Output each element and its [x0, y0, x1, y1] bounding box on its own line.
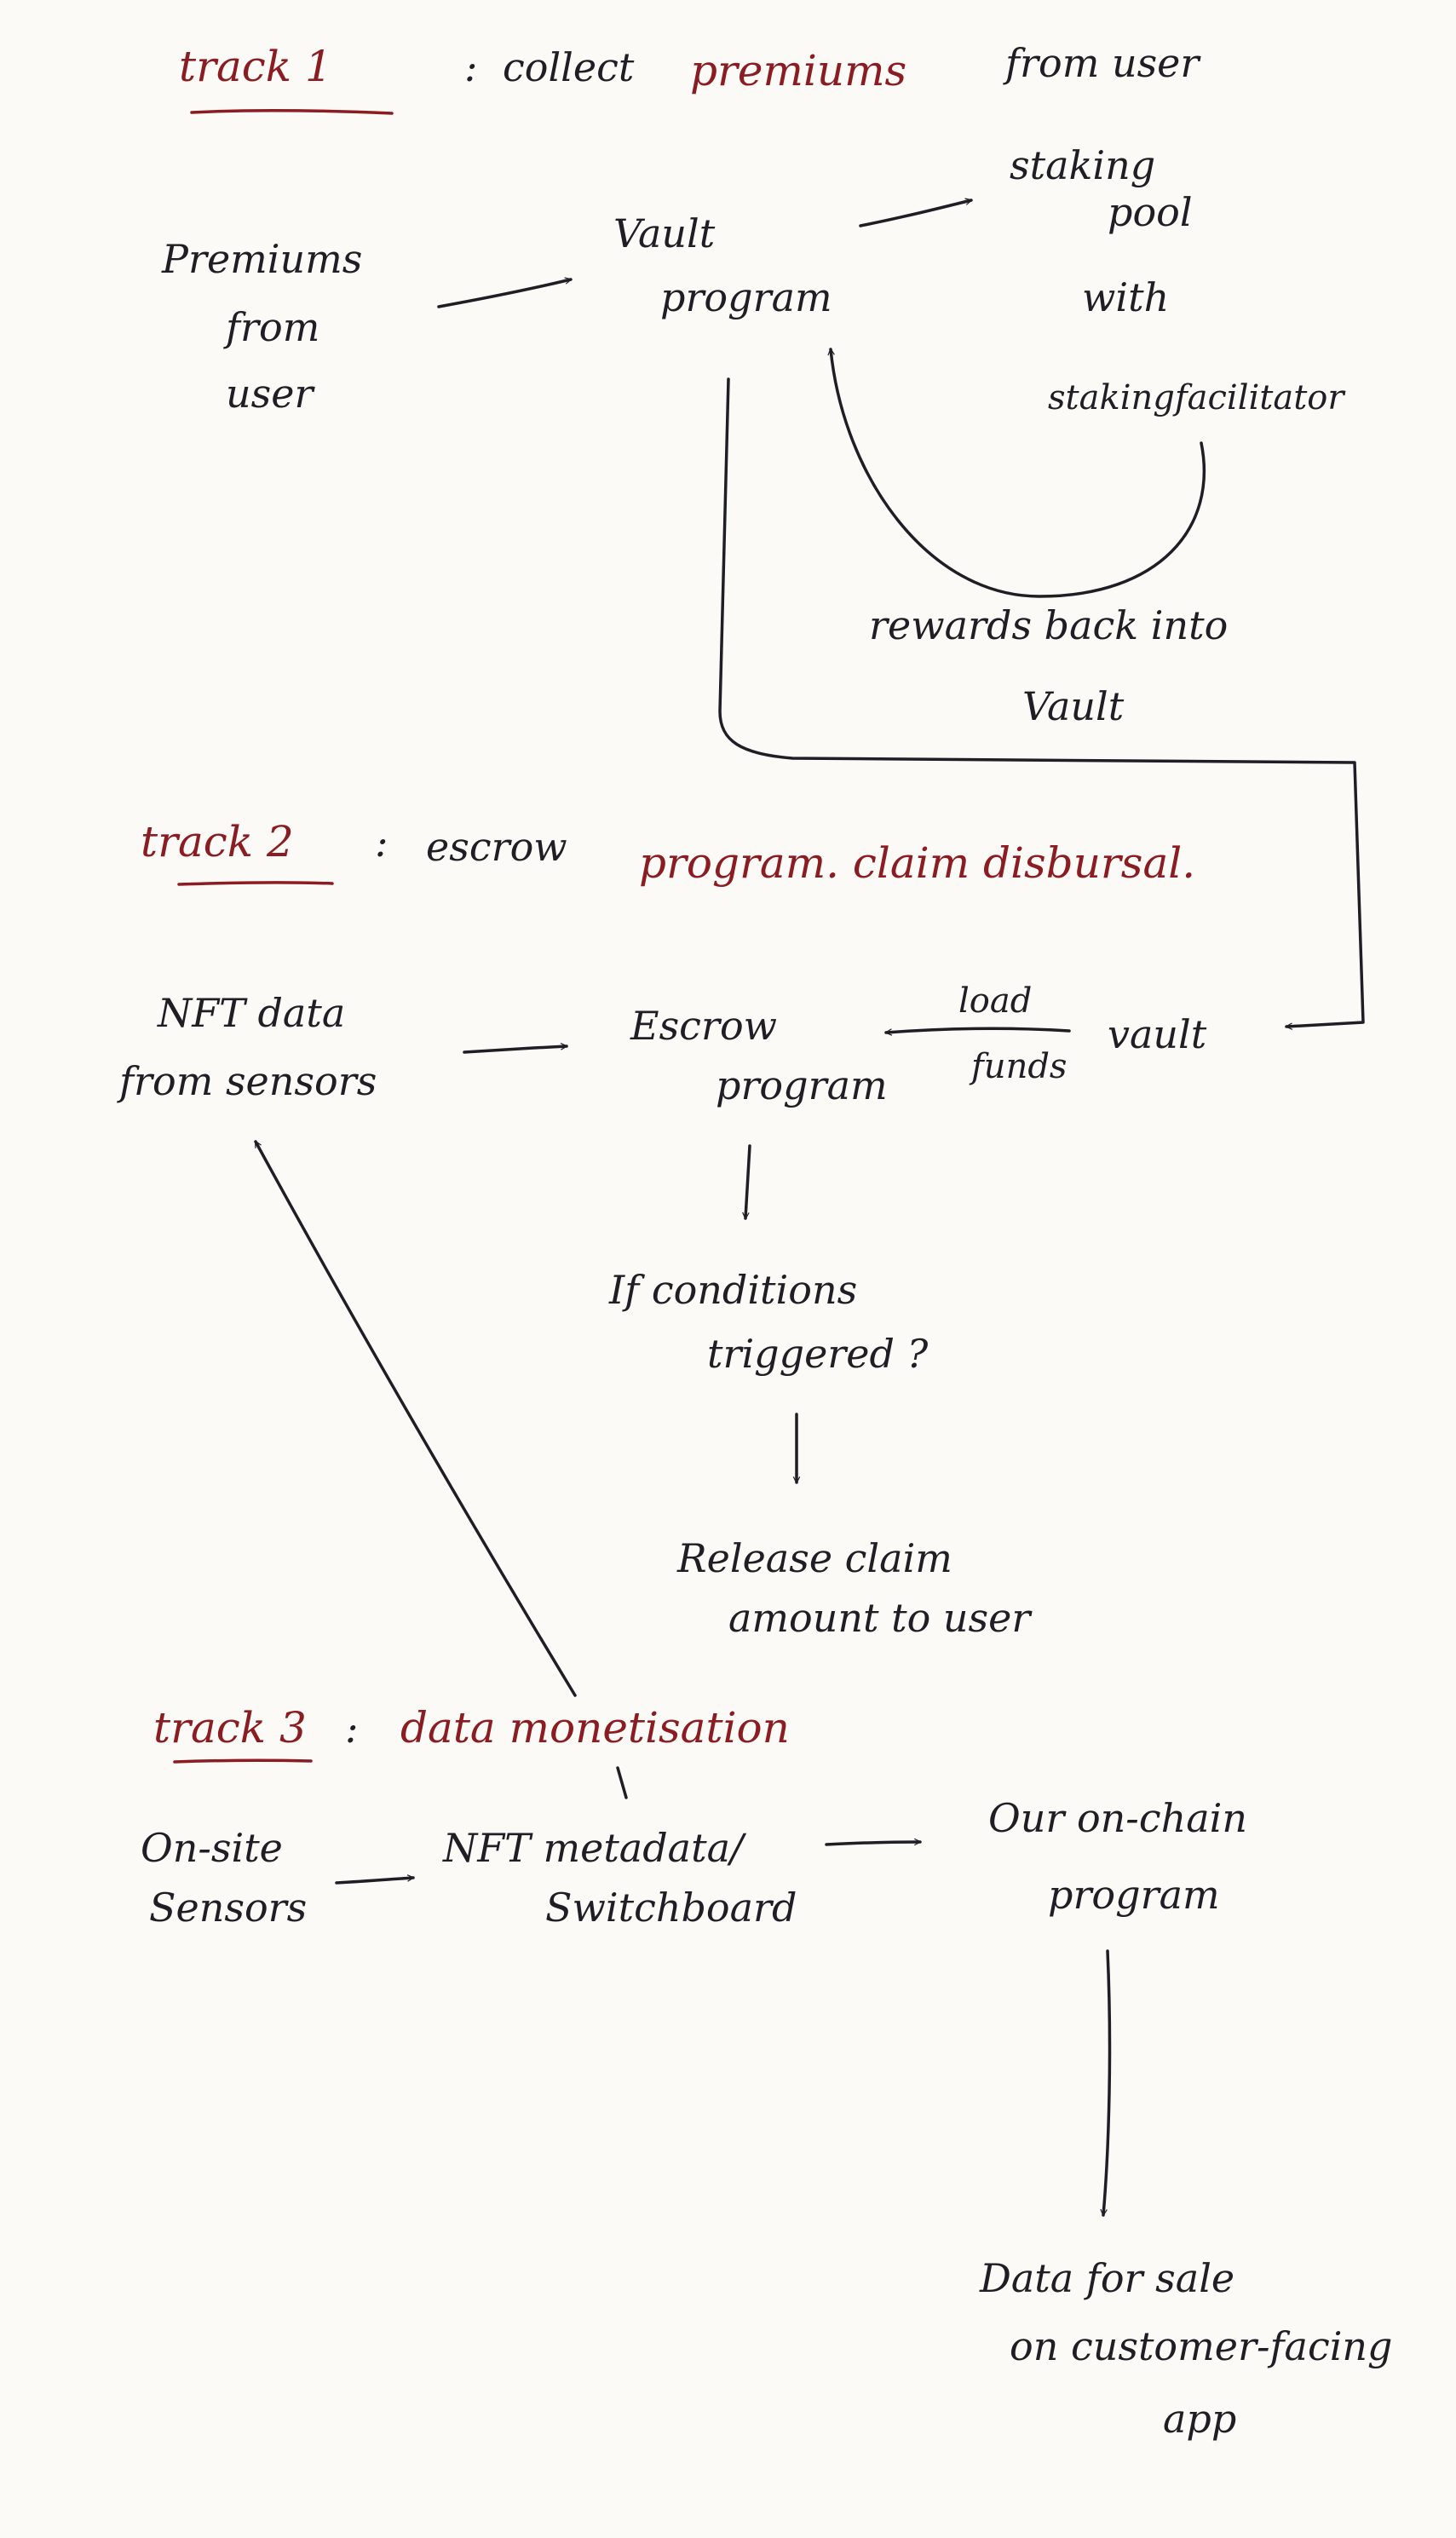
node-nft-metadata-switchboard: NFT metadata/ Switchboard — [442, 1825, 797, 1931]
node-release-claim: Release claim amount to user — [676, 1535, 1033, 1641]
funds-label: funds — [969, 1047, 1067, 1086]
node-on-site-sensors: On-site Sensors — [141, 1825, 307, 1931]
svg-text:NFT metadata/: NFT metadata/ — [442, 1825, 747, 1871]
arrow-nft-to-escrow — [463, 1046, 568, 1054]
track-1-title-collect: collect — [503, 44, 635, 90]
track-1-title-premiums: premiums — [690, 46, 906, 95]
load-label: load — [958, 981, 1032, 1021]
svg-text:triggered ?: triggered ? — [707, 1331, 929, 1377]
svg-text:rewards back into: rewards back into — [869, 602, 1228, 648]
arrow-vault-to-staking — [859, 200, 971, 227]
node-premiums-from-user: Premiums from user — [161, 236, 362, 417]
track-1-label: track 1 — [179, 42, 332, 91]
node-rewards-back-into-vault: rewards back into Vault — [869, 602, 1228, 729]
svg-text:Premiums: Premiums — [161, 236, 362, 282]
svg-text:user: user — [226, 371, 315, 417]
arrow-nft-metadata-to-onchain — [825, 1842, 922, 1846]
track-3-title: data monetisation — [400, 1703, 790, 1752]
svg-text:amount to user: amount to user — [728, 1595, 1033, 1641]
svg-text:from sensors: from sensors — [117, 1058, 377, 1104]
svg-text:Sensors: Sensors — [149, 1885, 307, 1931]
node-vault-track2: vault — [1108, 1011, 1207, 1057]
arrow-escrow-to-conditions — [745, 1144, 751, 1218]
track-1-title-from-user: from user — [1003, 40, 1201, 86]
arrow-sensors-to-nft-metadata — [335, 1878, 413, 1885]
svg-text:program: program — [716, 1062, 888, 1108]
svg-text:Escrow: Escrow — [630, 1003, 777, 1049]
node-vault-program: Vault program — [613, 210, 832, 320]
svg-text:Switchboard: Switchboard — [545, 1885, 797, 1931]
svg-text:app: app — [1163, 2396, 1236, 2442]
track-3-label: track 3 — [153, 1703, 307, 1752]
track-3-separator: : — [345, 1706, 359, 1752]
svg-text:Data for sale: Data for sale — [979, 2255, 1234, 2301]
track-2-title-escrow: escrow — [426, 824, 567, 870]
svg-text:from: from — [223, 304, 319, 350]
svg-text:Our on-chain: Our on-chain — [988, 1795, 1247, 1841]
arrow-vault-to-escrow — [886, 1027, 1071, 1033]
svg-text:On-site: On-site — [141, 1825, 283, 1871]
track-3-heading: track 3 : data monetisation — [153, 1703, 790, 1764]
svg-text:program: program — [660, 274, 832, 320]
track-2-separator: : — [375, 820, 388, 866]
node-on-chain-program: Our on-chain program — [988, 1795, 1247, 1918]
svg-text:with: with — [1082, 274, 1169, 320]
track-1-heading: track 1 : collect premiums from user — [179, 40, 1201, 115]
svg-text:pool: pool — [1108, 189, 1193, 235]
arrow-user-to-vault — [437, 279, 571, 308]
svg-text:If conditions: If conditions — [608, 1267, 857, 1313]
track-2-underline — [177, 881, 334, 886]
arrow-rewards-loop — [831, 349, 1206, 598]
track-2-title-program: program. claim disbursal. — [639, 838, 1195, 888]
node-conditions-triggered: If conditions triggered ? — [608, 1267, 929, 1377]
track-2-label: track 2 — [141, 817, 294, 866]
svg-text:Vault: Vault — [1022, 683, 1125, 729]
connector-vault-to-track2-vault — [718, 377, 1365, 1027]
node-nft-data-from-sensors: NFT data from sensors — [117, 990, 377, 1104]
node-data-for-sale: Data for sale on customer-facing app — [979, 2255, 1393, 2442]
svg-text:on customer-facing: on customer-facing — [1010, 2323, 1393, 2369]
svg-text:NFT data: NFT data — [157, 990, 345, 1036]
arrow-monetisation-to-nft-data — [254, 1142, 577, 1697]
svg-text:Release claim: Release claim — [676, 1535, 952, 1581]
track-2-heading: track 2 : escrow program. claim disbursa… — [141, 817, 1195, 888]
track-3-underline — [173, 1758, 313, 1764]
node-escrow-program: Escrow program — [630, 1003, 888, 1108]
tick-monetisation-to-nft-metadata — [616, 1766, 628, 1799]
track-1-underline — [190, 109, 394, 115]
arrow-onchain-to-data-sale — [1103, 1949, 1112, 2215]
svg-text:stakingfacilitator: stakingfacilitator — [1048, 378, 1346, 417]
svg-text:program: program — [1048, 1872, 1220, 1918]
svg-text:Vault: Vault — [613, 210, 716, 256]
svg-text:staking: staking — [1010, 142, 1155, 188]
track-1-separator: : — [464, 44, 478, 90]
node-staking-pool: staking pool with stakingfacilitator — [1010, 142, 1346, 417]
